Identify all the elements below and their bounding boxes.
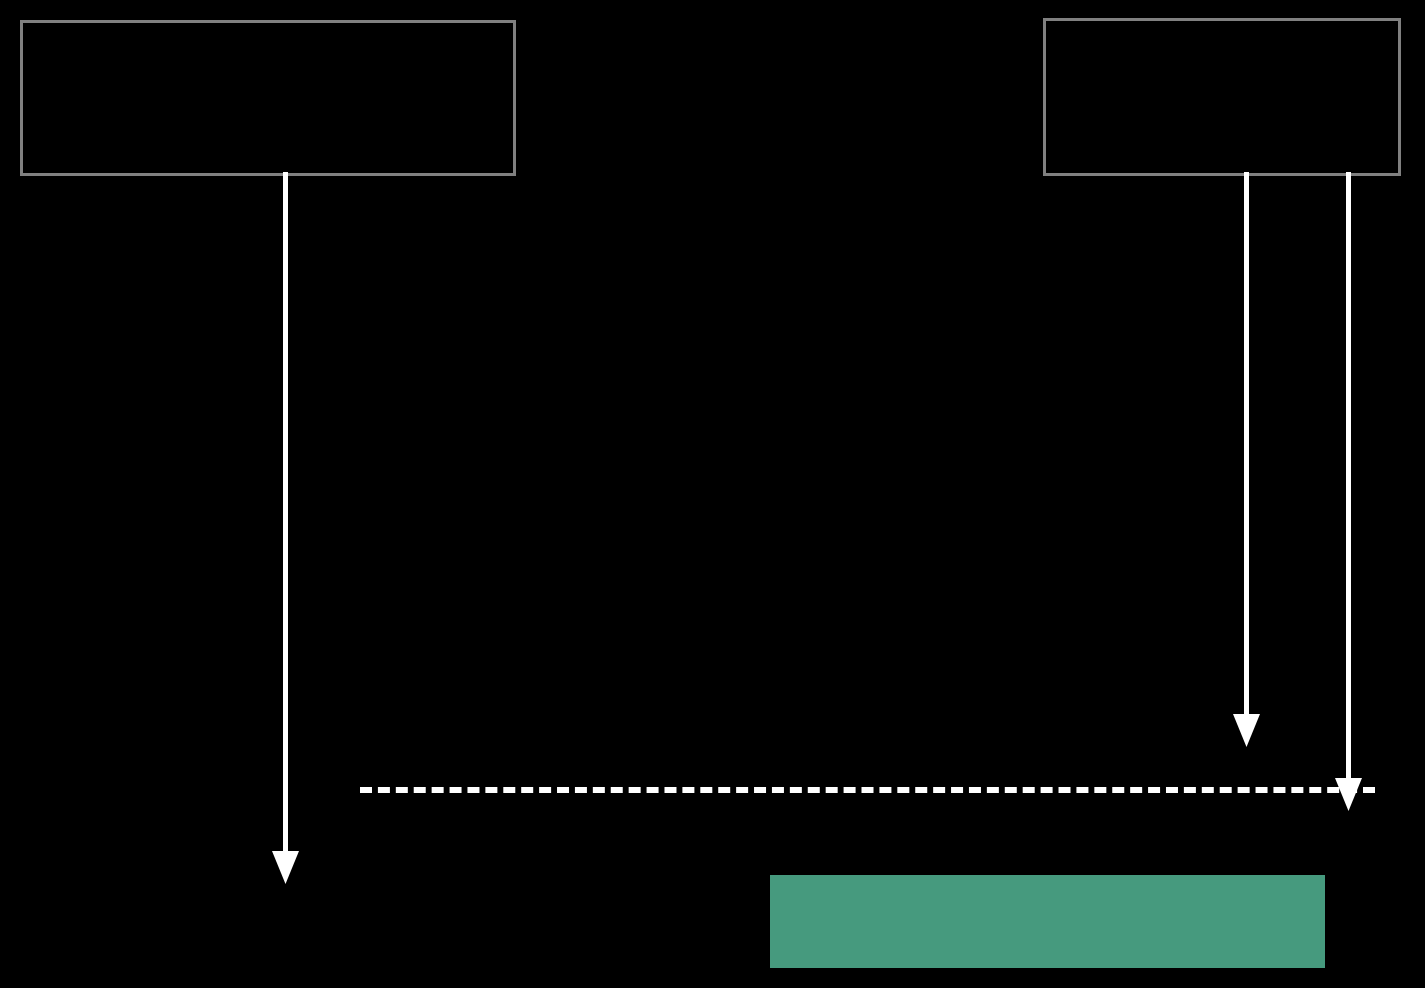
highlight-bar	[770, 875, 1325, 968]
arrow-left-down-icon	[271, 172, 299, 884]
node-box-left[interactable]	[20, 20, 516, 176]
arrow-right-outer-down-icon	[1334, 172, 1362, 811]
node-box-right[interactable]	[1043, 18, 1401, 176]
dashed-divider	[360, 787, 1375, 793]
arrow-right-inner-down-icon	[1232, 172, 1260, 747]
